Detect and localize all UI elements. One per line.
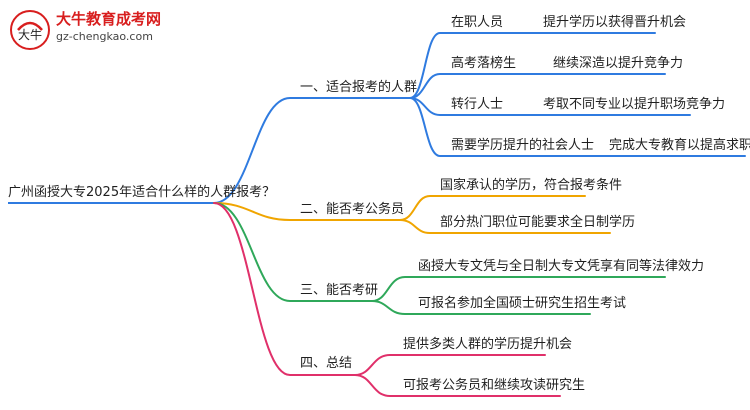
brand-name: 大牛教育成考网 [56, 10, 162, 28]
branch-3-label: 三、能否考研 [300, 283, 379, 298]
branch-2-child-1-connector [399, 195, 586, 221]
branch-3-child-1-connector [371, 276, 666, 302]
branch-1-child-1-right: 提升学历以获得晋升机会 [543, 15, 687, 30]
brand-url: gz-chengkao.com [56, 30, 153, 43]
branch-4-child-1-connector [354, 354, 546, 376]
root-topic: 广州函授大专2025年适合什么样的人群报考？ [8, 185, 276, 200]
branch-1-child-1-left: 在职人员 [451, 15, 504, 30]
branch-2-child-1: 国家承认的学历，符合报考条件 [440, 178, 623, 193]
branch-1-child-1-connector [409, 32, 656, 99]
branch-1-child-3-right: 考取不同专业以提升职场竞争力 [543, 97, 726, 112]
branch-3-child-2: 可报名参加全国硕士研究生招生考试 [418, 296, 627, 311]
branch-1-connector [213, 97, 411, 204]
branch-1-child-4-left: 需要学历提升的社会人士 [451, 138, 595, 153]
branch-1-child-2-connector [409, 73, 666, 99]
brand-logo: 大牛 [10, 10, 50, 50]
branch-4-child-1: 提供多类人群的学历提升机会 [403, 337, 573, 352]
branch-4-label: 四、总结 [300, 356, 353, 371]
branch-2-connector [213, 202, 401, 221]
branch-1-child-4-right: 完成大专教育以提高求职能力 [609, 138, 750, 153]
branch-3-child-1: 函授大专文凭与全日制大专文凭享有同等法律效力 [418, 259, 705, 274]
branch-4-child-2: 可报考公务员和继续攻读研究生 [403, 378, 586, 393]
branch-4-child-2-connector [354, 374, 561, 397]
branch-4-connector [213, 202, 356, 376]
branch-3-connector [213, 202, 373, 302]
branch-1-child-3-left: 转行人士 [451, 97, 504, 112]
branch-1-label: 一、适合报考的人群 [300, 80, 418, 95]
branch-2-child-2-connector [399, 219, 611, 234]
logo-text: 大牛 [18, 27, 42, 42]
branch-2-child-2: 部分热门职位可能要求全日制学历 [440, 215, 636, 230]
branch-1-child-2-left: 高考落榜生 [451, 56, 517, 71]
branch-1-child-4-connector [409, 97, 746, 157]
branch-3-child-2-connector [371, 300, 591, 315]
branch-1-child-2-right: 继续深造以提升竞争力 [553, 56, 684, 71]
branch-2-label: 二、能否考公务员 [300, 202, 405, 217]
